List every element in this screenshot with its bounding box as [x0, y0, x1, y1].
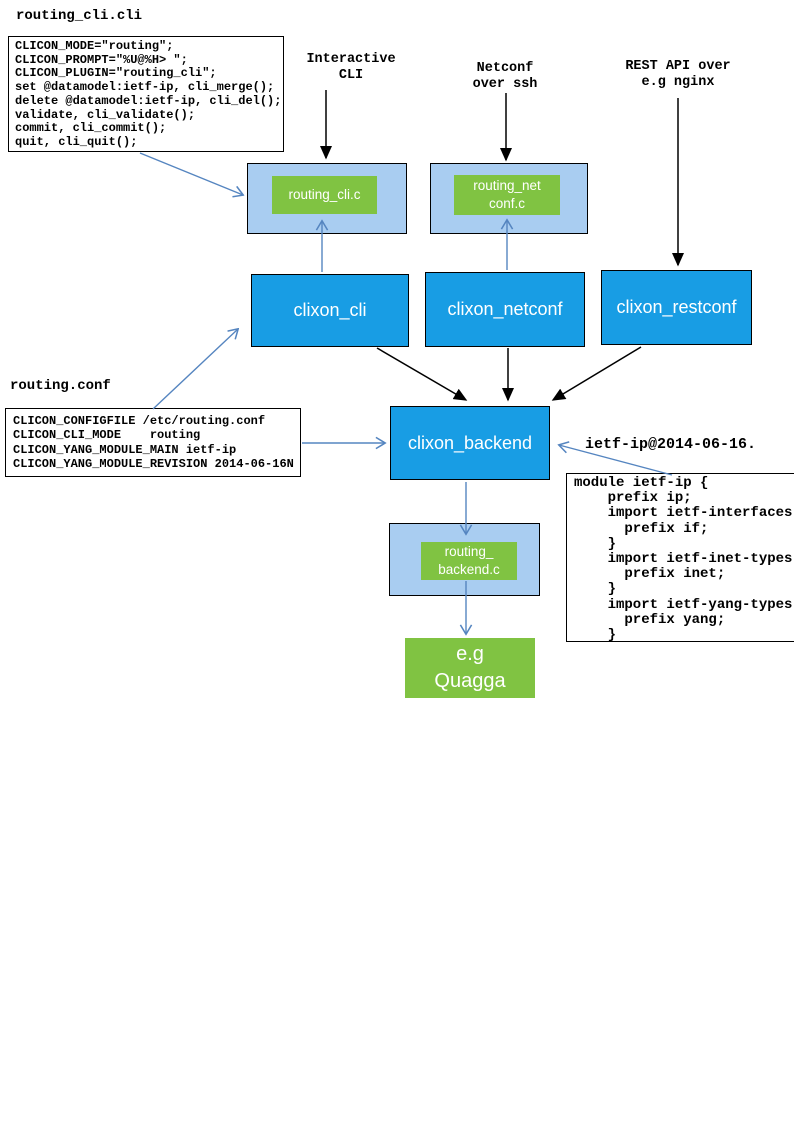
node-clixon-restconf: clixon_restconf [601, 270, 752, 345]
arrow-clifile-to-cli-plugin [139, 152, 243, 195]
code-box-routing-cli: CLICON_MODE="routing"; CLICON_PROMPT="%U… [8, 36, 284, 152]
plugin-box-routing-backend-c: routing_ backend.c [421, 542, 517, 580]
node-clixon-backend: clixon_backend [390, 406, 550, 480]
arrow-cli-to-backend [376, 347, 468, 401]
plugin-box-routing-netconf-c: routing_net conf.c [454, 175, 560, 215]
node-clixon-netconf: clixon_netconf [425, 272, 585, 347]
flow-label-netconf-over-ssh: Netconf over ssh [472, 61, 538, 92]
yang-file-label: ietf-ip@2014-06-16. [585, 436, 757, 453]
flow-label-rest-api: REST API over e.g nginx [625, 59, 731, 90]
arrow-conffile-to-clixon-cli [152, 329, 238, 410]
arrow-restconf-to-backend [551, 346, 642, 401]
file-label-routing-cli: routing_cli.cli [16, 8, 143, 24]
node-clixon-cli: clixon_cli [251, 274, 409, 347]
plugin-box-routing-cli-c: routing_cli.c [272, 176, 377, 214]
node-quagga: e.g Quagga [405, 638, 535, 698]
code-box-yang-module: module ietf-ip { prefix ip; import ietf-… [566, 473, 794, 643]
code-box-routing-conf: CLICON_CONFIGFILE /etc/routing.conf CLIC… [5, 408, 301, 477]
flow-label-interactive-cli: Interactive CLI [306, 52, 396, 83]
file-label-routing-conf: routing.conf [10, 378, 111, 394]
